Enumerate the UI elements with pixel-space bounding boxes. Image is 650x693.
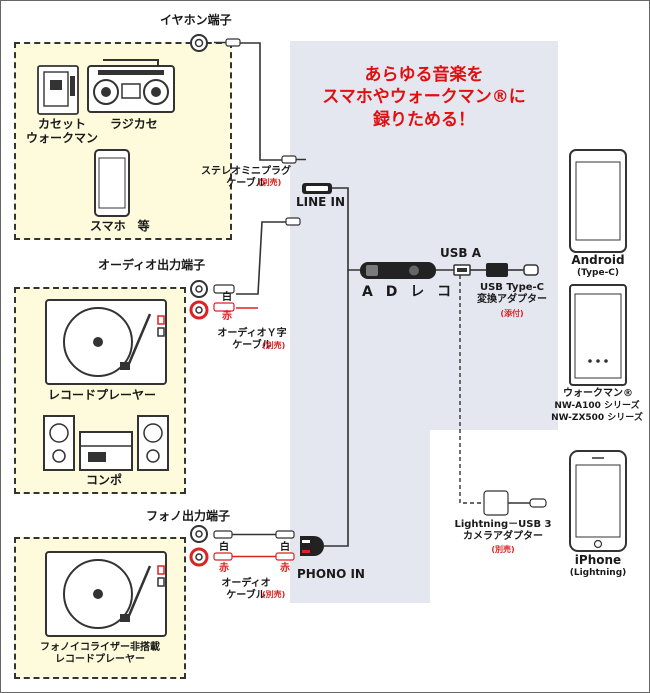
earphone-port-label: イヤホン端子	[160, 13, 232, 27]
boombox-icon	[87, 59, 175, 113]
earphone-jack-icon	[190, 34, 208, 52]
audio-cable-note: (別売)	[262, 590, 286, 599]
catchcopy-line2: スマホやウォークマン®に	[322, 87, 526, 108]
iphone-icon	[569, 450, 627, 552]
mini-plug-icon-2	[281, 155, 306, 164]
usb-typec-adapter-label: USB Type-C 変換アダプター	[477, 282, 547, 305]
panel-cutout	[430, 430, 558, 603]
stereo-system-label: コンポ	[86, 473, 123, 487]
audio-out-jack-red-icon	[189, 300, 209, 320]
walkman-sub1-label: NW-A100 シリーズ	[554, 401, 640, 411]
audio-y-cable-note: (別売)	[262, 341, 286, 350]
catchcopy: あらゆる音楽を スマホやウォークマン®に 録りためる！	[290, 64, 558, 131]
android-sub-label: (Type-C)	[576, 268, 620, 278]
record-player-icon	[45, 299, 167, 385]
audio-y-cable-label: オーディオＹ字 ケーブル	[217, 328, 287, 351]
line-in-wire	[332, 187, 360, 271]
red-label: 赤	[222, 311, 232, 322]
smartphone-icon	[94, 149, 130, 217]
stereo-mini-cable-note: (別売)	[258, 178, 282, 187]
phono-white-label-right: 白	[280, 542, 290, 553]
line-in-plug-icon	[302, 183, 332, 194]
lightning-adapter-icon	[483, 490, 547, 516]
android-label: Android	[571, 253, 625, 267]
phono-record-player-icon	[45, 551, 167, 637]
catchcopy-line1: あらゆる音楽を	[364, 65, 484, 85]
audio-out-jack-white-icon	[190, 280, 208, 298]
adreco-device-icon	[360, 262, 436, 279]
phono-out-jack-white-icon	[190, 525, 208, 543]
lightning-adapter-label: Lightning－USB 3 カメラアダプター	[454, 519, 552, 542]
iphone-sub-label: (Lightning)	[569, 568, 627, 578]
audio-cable-label: オーディオ ケーブル	[221, 578, 271, 601]
phono-out-jack-red-icon	[189, 547, 209, 567]
walkman-sub2-label: NW-ZX500 シリーズ	[551, 413, 643, 423]
phono-red-label-right: 赤	[280, 563, 290, 574]
adreco-device-label: A D レ コ	[362, 284, 456, 300]
phono-in-plug-icon	[300, 536, 324, 556]
phono-rca-plugs-icon	[213, 530, 295, 561]
phono-red-label-left: 赤	[219, 563, 229, 574]
boombox-label: ラジカセ	[110, 117, 158, 131]
white-label: 白	[222, 292, 232, 303]
rca-plug-icons	[213, 284, 235, 312]
line-in-label: LINE IN	[296, 195, 346, 209]
catchcopy-line3: 録りためる！	[373, 109, 475, 130]
walkman-label: ウォークマン®	[563, 388, 633, 399]
stereo-mini-cable	[240, 42, 282, 161]
audio-out-port-label: オーディオ出力端子	[98, 258, 206, 272]
smartphone-label: スマホ 等	[90, 219, 150, 233]
phono-in-wire	[324, 270, 349, 547]
usb-typec-adapter-icon	[486, 263, 539, 277]
mini-plug-icon-3	[285, 217, 301, 226]
usb-typec-adapter-note: (添付)	[500, 309, 524, 318]
usb-a-label: USB A	[440, 246, 481, 260]
phono-out-port-label: フォノ出力端子	[146, 509, 231, 523]
lightning-adapter-note: (別売)	[491, 545, 515, 554]
mini-plug-icon	[214, 38, 241, 47]
lightning-dashed-wire	[459, 275, 482, 504]
android-phone-icon	[569, 149, 627, 253]
phono-record-player-label: フォノイコライザー非搭載 レコードプレーヤー	[40, 642, 160, 665]
cassette-walkman-icon	[37, 65, 79, 115]
iphone-label: iPhone	[574, 553, 622, 567]
audio-y-cable-white	[236, 221, 286, 295]
cassette-walkman-label: カセット ウォークマン	[25, 117, 98, 145]
stereo-mini-cable-label: ステレオミニプラグ ケーブル	[201, 166, 291, 189]
walkman-icon	[569, 284, 627, 386]
phono-in-label: PHONO IN	[297, 567, 365, 581]
stereo-system-icon	[43, 415, 169, 471]
usb-a-plug-icon	[453, 264, 471, 276]
phono-white-label-left: 白	[219, 542, 229, 553]
record-player-label: レコードプレーヤー	[48, 388, 157, 402]
